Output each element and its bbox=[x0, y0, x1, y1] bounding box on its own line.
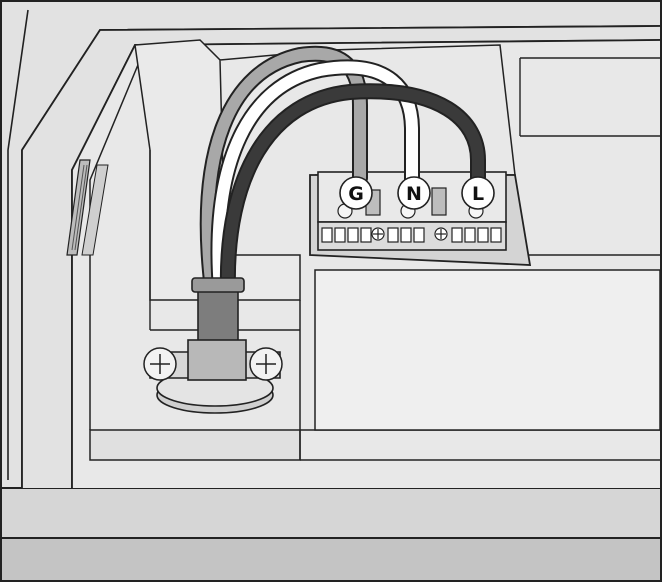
vent-slots bbox=[66, 159, 109, 256]
bottom-rails bbox=[0, 487, 662, 582]
terminal-cells bbox=[321, 227, 502, 243]
clamp-screw-right bbox=[249, 347, 283, 381]
terminal-ground-label: G bbox=[348, 183, 364, 205]
clamp-screw-left bbox=[143, 347, 177, 381]
terminal-screws-lower bbox=[371, 227, 448, 241]
cable-sheath bbox=[197, 284, 239, 346]
wires bbox=[199, 45, 486, 298]
terminal-labels: G N L bbox=[339, 176, 495, 210]
terminal-neutral-label: N bbox=[406, 183, 422, 205]
cable-strain-relief bbox=[143, 277, 283, 414]
terminal-ground: G bbox=[339, 176, 373, 210]
terminal-neutral: N bbox=[397, 176, 431, 210]
terminal-live-label: L bbox=[472, 183, 484, 205]
terminal-live: L bbox=[461, 176, 495, 210]
